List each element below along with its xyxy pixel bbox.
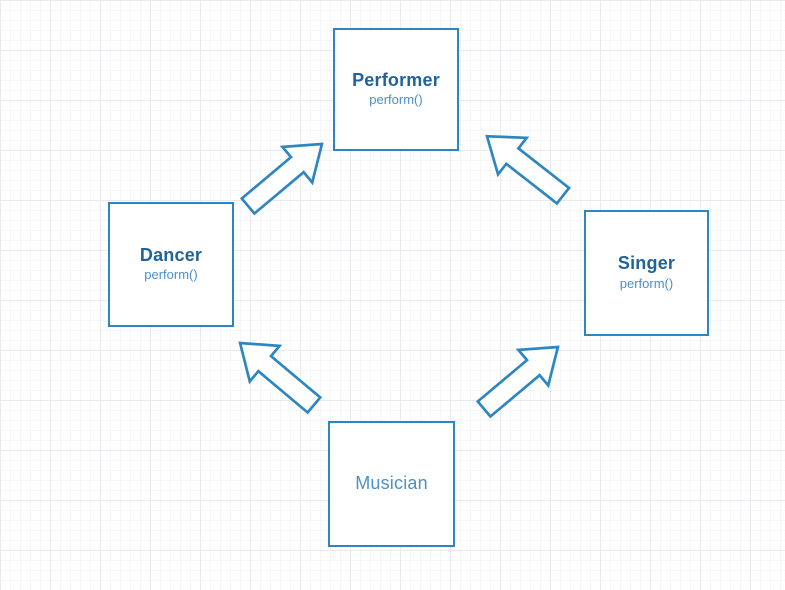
block-arrow-icon bbox=[485, 134, 571, 206]
block-arrow-icon bbox=[475, 345, 560, 419]
node-dancer-title: Dancer bbox=[139, 244, 203, 265]
arrow-dancer-to-performer[interactable] bbox=[231, 124, 340, 227]
node-performer-title: Performer bbox=[352, 69, 440, 90]
arrow-musician-to-dancer[interactable] bbox=[223, 323, 332, 426]
block-arrow-icon bbox=[238, 341, 323, 415]
node-dancer[interactable]: Dancer perform() bbox=[108, 202, 234, 327]
node-musician-title: Musician bbox=[355, 473, 428, 494]
node-dancer-method: perform() bbox=[144, 267, 198, 283]
node-musician[interactable]: Musician bbox=[328, 421, 455, 547]
block-arrow-icon bbox=[239, 142, 324, 216]
node-singer-method: perform() bbox=[619, 275, 674, 291]
arrow-musician-to-singer[interactable] bbox=[467, 327, 576, 430]
node-singer-title: Singer bbox=[617, 253, 676, 274]
node-singer[interactable]: Singer perform() bbox=[584, 210, 709, 336]
node-performer-method: perform() bbox=[369, 92, 423, 108]
arrow-singer-to-performer[interactable] bbox=[470, 116, 580, 217]
node-performer[interactable]: Performer perform() bbox=[333, 28, 459, 151]
